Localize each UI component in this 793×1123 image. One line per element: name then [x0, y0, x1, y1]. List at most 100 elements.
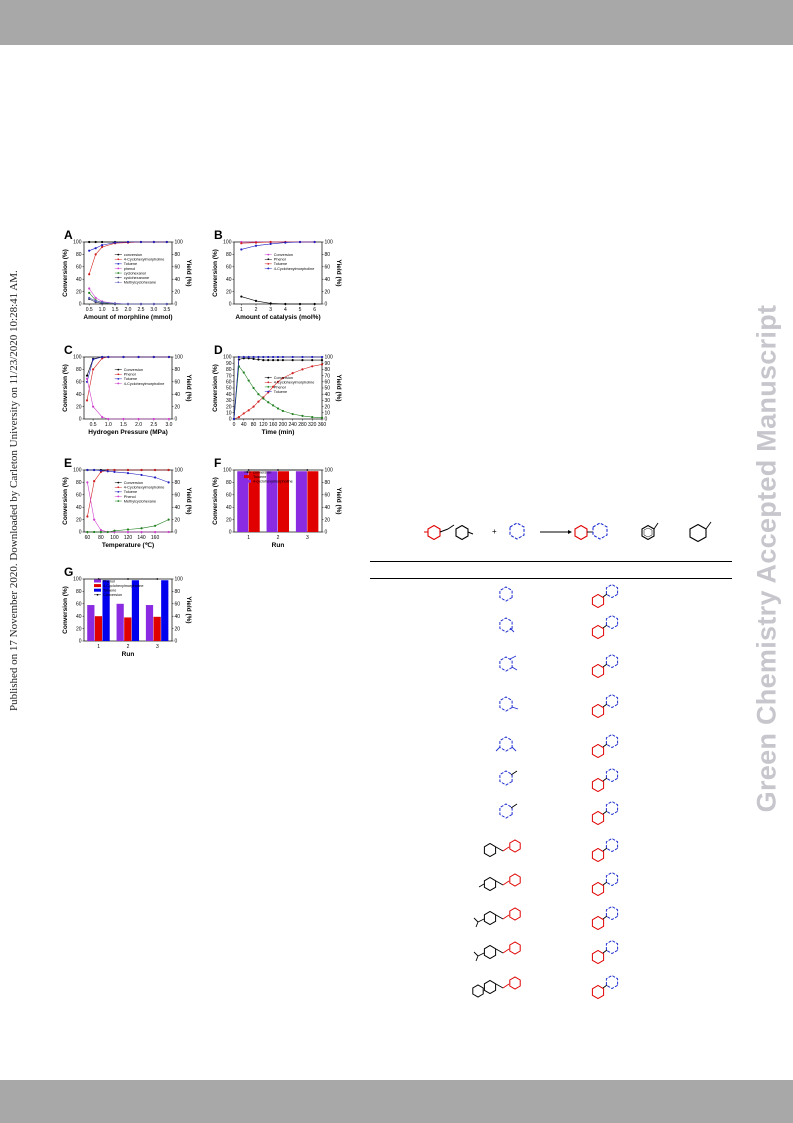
y2-tick-label: 20 [175, 626, 181, 632]
substituent-bond [475, 955, 479, 962]
data-point [86, 481, 89, 484]
data-point [137, 417, 140, 421]
reaction-scheme: + [424, 521, 712, 543]
panel-label: F [214, 456, 222, 470]
cyclohexyl-ring-structure [591, 743, 605, 759]
x-tick-label: 280 [298, 422, 307, 428]
bar [307, 471, 319, 532]
legend-label: Methylcyclohexane [124, 499, 156, 503]
y2-tick-label: 60 [175, 602, 181, 608]
legend-marker [267, 376, 270, 379]
x-tick-label: 60 [85, 535, 91, 541]
legend-label: Conversion [124, 368, 143, 372]
legend-marker [96, 593, 99, 596]
y-tick-label: 20 [226, 404, 232, 410]
legend-marker [117, 262, 120, 265]
y-tick-label: 100 [223, 240, 232, 246]
data-point [267, 359, 270, 362]
product-bond [602, 984, 608, 989]
legend-label: Toluene [124, 262, 137, 266]
y-tick-label: 20 [76, 626, 82, 632]
legend-label: Conversion [103, 593, 122, 597]
data-point [257, 400, 260, 403]
data-point [284, 302, 287, 306]
y-axis-title: Conversion (%) [212, 364, 219, 412]
legend-marker [117, 368, 120, 371]
data-point [252, 386, 255, 390]
data-point [85, 399, 89, 402]
data-point [281, 359, 284, 362]
data-point [94, 299, 97, 302]
y-tick-label: 20 [226, 289, 232, 295]
legend-swatch [94, 588, 101, 592]
data-point [272, 385, 275, 388]
legend-marker [117, 267, 120, 270]
data-point [291, 359, 294, 362]
substituent-bond [477, 952, 485, 957]
y-tick-label: 90 [226, 361, 232, 367]
benzyl-ring-structure [483, 944, 497, 960]
y-tick-label: 20 [76, 404, 82, 410]
product-amine-structure [605, 800, 619, 816]
legend-label: 4-cyclohexylmorpholine [253, 480, 293, 484]
legend-marker [117, 486, 120, 489]
plot-frame [233, 241, 323, 305]
y2-tick-label: 80 [325, 367, 331, 373]
data-point [101, 301, 104, 304]
y2-tick-label: 60 [175, 265, 181, 271]
y-tick-label: 100 [73, 355, 82, 361]
y2-tick-label: 0 [325, 302, 328, 308]
data-point [113, 470, 116, 473]
legend-label: 4-Cyclohexylmorpholine [124, 258, 165, 262]
y-tick-label: 60 [76, 380, 82, 386]
data-point [276, 407, 280, 410]
bar [248, 471, 260, 532]
bar [116, 603, 124, 641]
substituent-bond [509, 655, 517, 660]
substrate-product-table [472, 583, 619, 1000]
product-bond [602, 703, 608, 708]
legend-label: Toluene [274, 390, 287, 394]
product-amine-structure [605, 733, 619, 749]
cyclohexyl-ring-structure [591, 777, 605, 793]
legend-label: 4-Cyclohexylmorpholine [274, 381, 315, 385]
arrow-head [568, 530, 572, 534]
data-point [94, 247, 97, 250]
y-tick-label: 100 [223, 468, 232, 474]
y-tick-label: 40 [76, 614, 82, 620]
x-tick-label: 40 [241, 422, 247, 428]
cyclohexyl-ring-structure [591, 949, 605, 965]
legend-marker [267, 381, 270, 384]
data-point [153, 468, 157, 472]
y2-tick-label: 30 [325, 398, 331, 404]
substituent-bond [509, 627, 515, 633]
x-tick-label: 6 [313, 307, 316, 313]
y-tick-label: 70 [226, 373, 232, 379]
amine-structure [499, 736, 513, 752]
x-axis-title: Time (min) [262, 429, 295, 436]
data-point [152, 240, 155, 244]
data-point [99, 530, 103, 534]
cyclohexyl-ring-structure [591, 663, 605, 679]
data-point [122, 355, 125, 359]
data-point [140, 527, 143, 530]
y-tick-label: 80 [76, 589, 82, 595]
data-point [92, 368, 95, 371]
data-point [272, 355, 275, 359]
data-point [92, 358, 95, 361]
x-tick-label: 1.5 [120, 422, 127, 428]
aryl-ring-structure [509, 941, 521, 955]
data-point [94, 253, 97, 256]
data-point [93, 468, 96, 472]
y-axis-title: Conversion (%) [62, 249, 69, 297]
byproduct-cycloalkane-structure [689, 521, 712, 543]
bar [266, 471, 278, 532]
bar [124, 617, 132, 641]
data-point [269, 242, 272, 245]
x-axis-title: Run [272, 542, 285, 549]
y2-tick-label: 90 [325, 361, 331, 367]
legend-marker [267, 267, 270, 270]
cyclohexyl-ring-structure [591, 847, 605, 863]
